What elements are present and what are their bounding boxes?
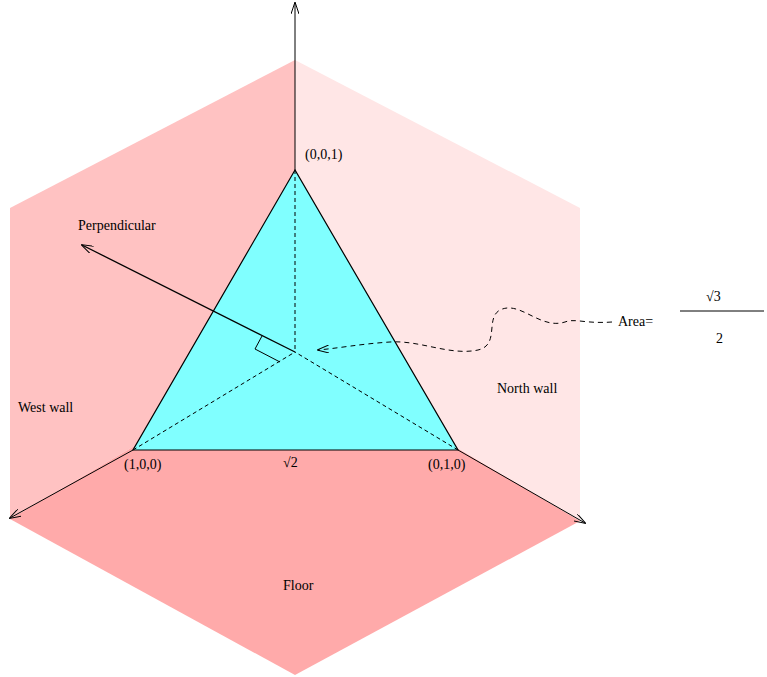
- y-axis: [458, 450, 585, 523]
- x-axis: [10, 450, 133, 518]
- fraction-bar: [680, 311, 764, 312]
- vertex-label: (1,0,0): [124, 457, 161, 472]
- triangle: [133, 170, 458, 450]
- dimension-label: √2: [283, 455, 298, 470]
- hidden-axis: [295, 170, 296, 352]
- vertex-label: (0,0,1): [305, 147, 342, 162]
- region-label: West wall: [18, 400, 73, 415]
- region-label: Floor: [283, 578, 313, 593]
- z-axis: [295, 3, 296, 170]
- vertex-label: (0,1,0): [428, 457, 465, 472]
- area-leader: [318, 308, 612, 351]
- hidden-axis: [295, 352, 458, 450]
- vector-label: Perpendicular: [78, 218, 156, 233]
- hidden-axis: [133, 352, 295, 450]
- fraction-denominator: 2: [716, 331, 723, 346]
- area-label: Area=: [618, 314, 653, 329]
- fraction-numerator: √3: [706, 289, 721, 304]
- perpendicular-arrow: [82, 245, 295, 352]
- right-angle-mark: [255, 336, 280, 362]
- region-label: North wall: [497, 381, 557, 396]
